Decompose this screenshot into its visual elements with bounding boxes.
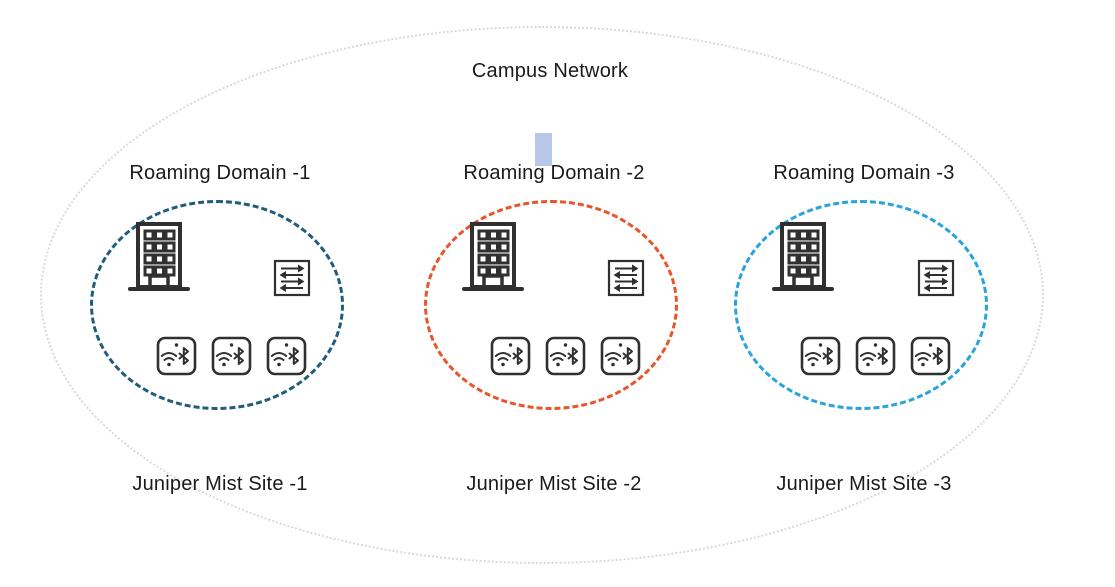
roaming-domain-3-label: Roaming Domain -3 [773,162,955,184]
access-point-icon [855,336,896,376]
campus-network-boundary [40,26,1044,564]
roaming-domain-1-group: Roaming Domain -1 [85,160,355,505]
text-cursor-highlight [535,133,552,166]
access-point-icon [545,336,586,376]
switch-icon [607,259,645,297]
roaming-domain-2-label: Roaming Domain -2 [463,162,645,184]
roaming-domain-2-group: Roaming Domain -2 [419,160,689,505]
roaming-domain-3-boundary [734,200,988,410]
building-icon [128,220,190,292]
access-point-icon [266,336,307,376]
diagram-title: Campus Network [471,60,629,82]
access-point-icon [600,336,641,376]
juniper-mist-site-2-label: Juniper Mist Site -2 [466,473,642,495]
roaming-domain-2-boundary [424,200,678,410]
switch-icon [273,259,311,297]
access-point-icon [156,336,197,376]
juniper-mist-site-1-label: Juniper Mist Site -1 [132,473,308,495]
roaming-domain-3-group: Roaming Domain -3 [729,160,999,505]
access-point-icon [490,336,531,376]
access-point-icon [211,336,252,376]
access-point-icon [910,336,951,376]
building-icon [462,220,524,292]
roaming-domain-1-boundary [90,200,344,410]
switch-icon [917,259,955,297]
access-point-icon [800,336,841,376]
roaming-domain-1-label: Roaming Domain -1 [129,162,311,184]
juniper-mist-site-3-label: Juniper Mist Site -3 [776,473,952,495]
building-icon [772,220,834,292]
